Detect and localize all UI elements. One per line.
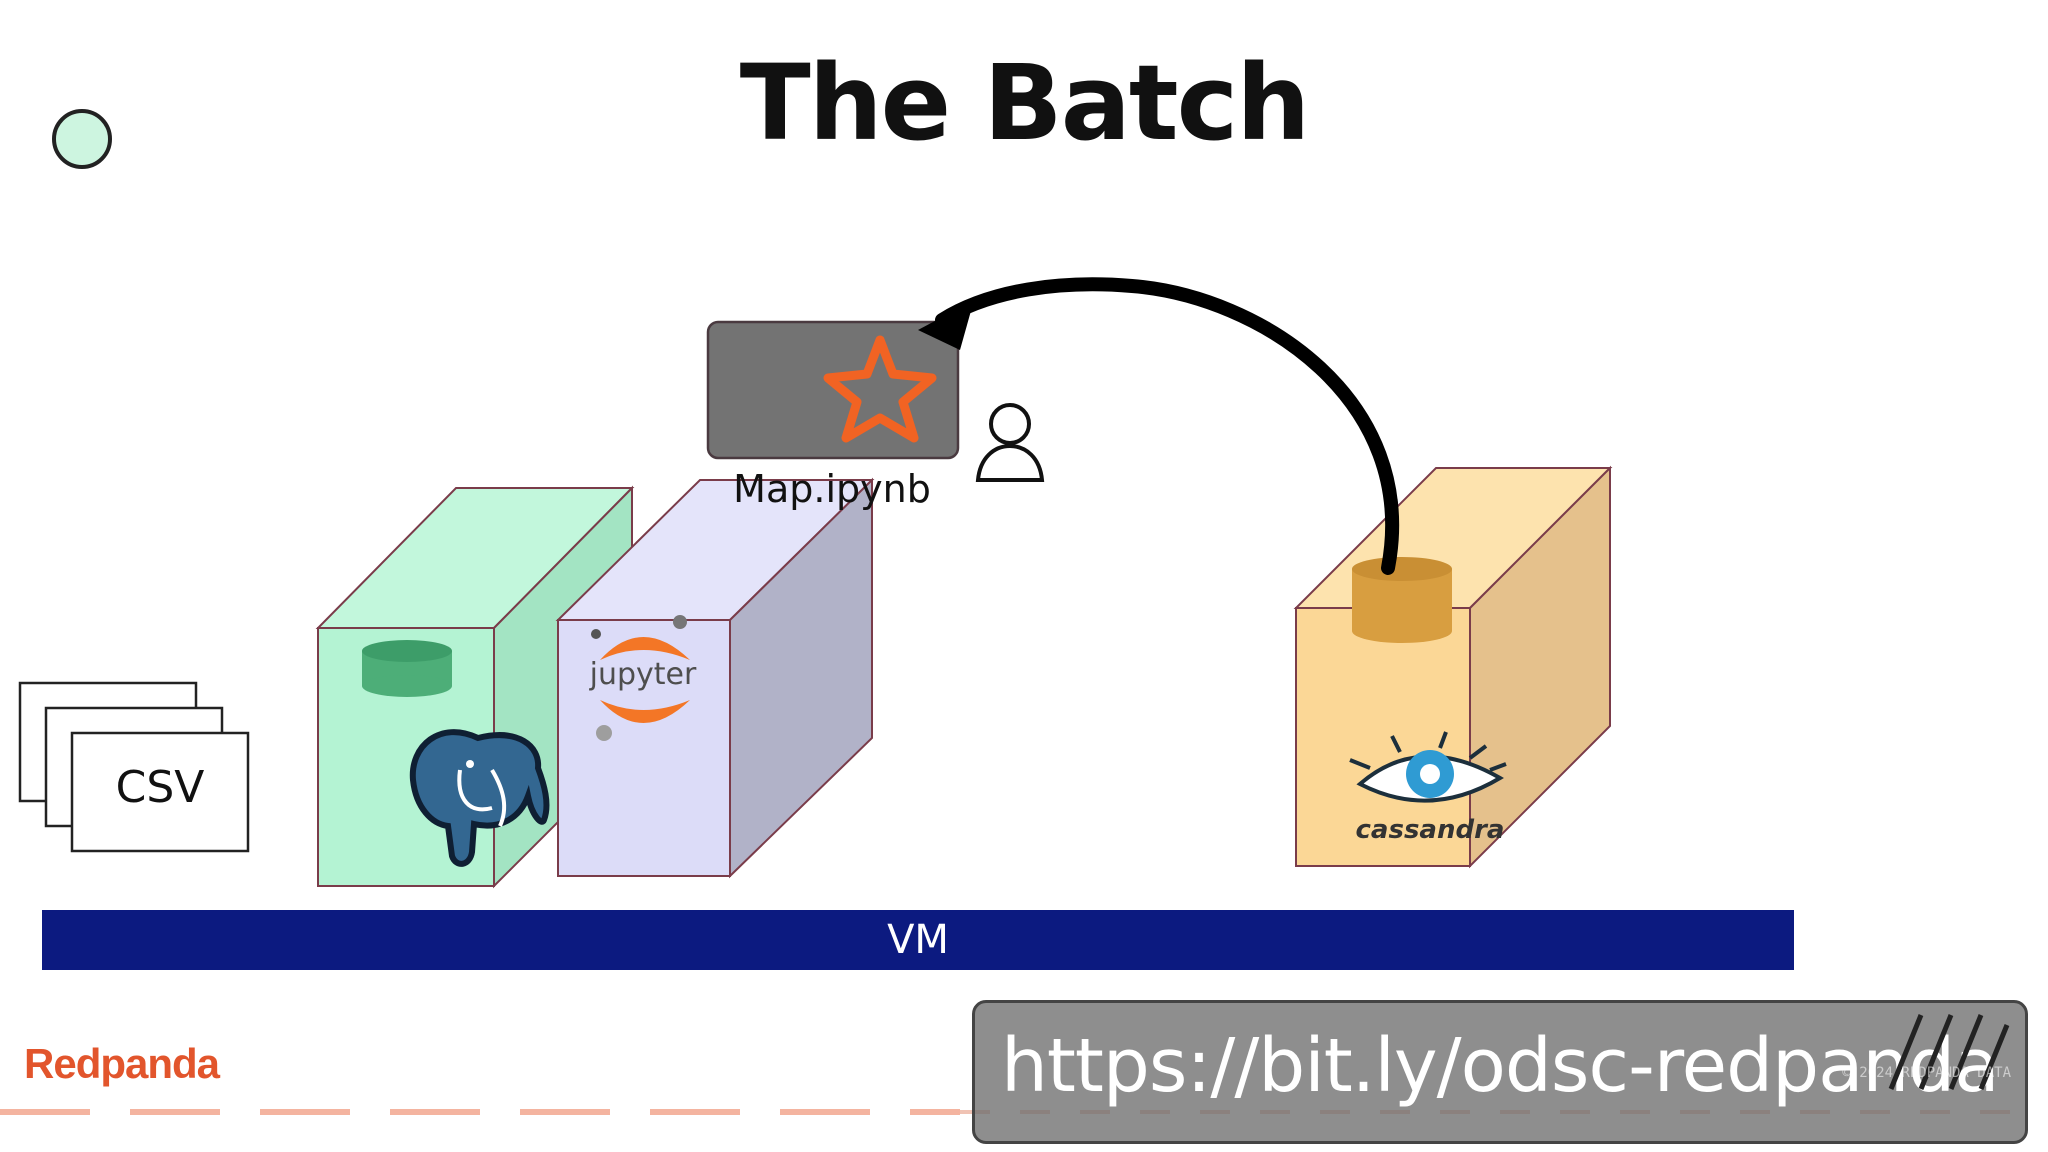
data-flow-arrow (918, 277, 1400, 575)
csv-files: CSV (18, 681, 250, 853)
database-icon (362, 640, 452, 697)
cassandra-box: cassandra (1293, 465, 1613, 869)
csv-label: CSV (116, 762, 205, 813)
vm-bar: VM (42, 910, 1794, 970)
database-icon (1352, 557, 1452, 643)
url-text[interactable]: https://bit.ly/odsc-redpanda (1001, 1023, 2000, 1109)
link-overlay[interactable]: https://bit.ly/odsc-redpanda © 2024 REDP… (972, 1000, 2028, 1144)
jupyter-label: jupyter (589, 657, 697, 692)
postgres-elephant-icon (409, 729, 550, 867)
cassandra-eye-icon (1349, 731, 1507, 803)
decorative-dashed-line (0, 1109, 2030, 1115)
redpanda-logo: Redpanda (24, 1040, 220, 1087)
notebook-label: Map.ipynb (733, 467, 931, 511)
slide-title: The Batch (739, 42, 1311, 164)
jupyter-logo-icon: jupyter (589, 615, 697, 741)
notebook-card: Map.ipynb (706, 320, 960, 511)
jupyter-box: jupyter (555, 477, 875, 879)
user-icon (975, 403, 1045, 482)
hatch-decoration (1888, 1014, 2010, 1090)
cassandra-label: cassandra (1356, 815, 1505, 845)
star-icon (823, 335, 937, 443)
status-dot (52, 109, 112, 169)
copyright-text: © 2024 REDPANDA DATA (1842, 1065, 2011, 1081)
